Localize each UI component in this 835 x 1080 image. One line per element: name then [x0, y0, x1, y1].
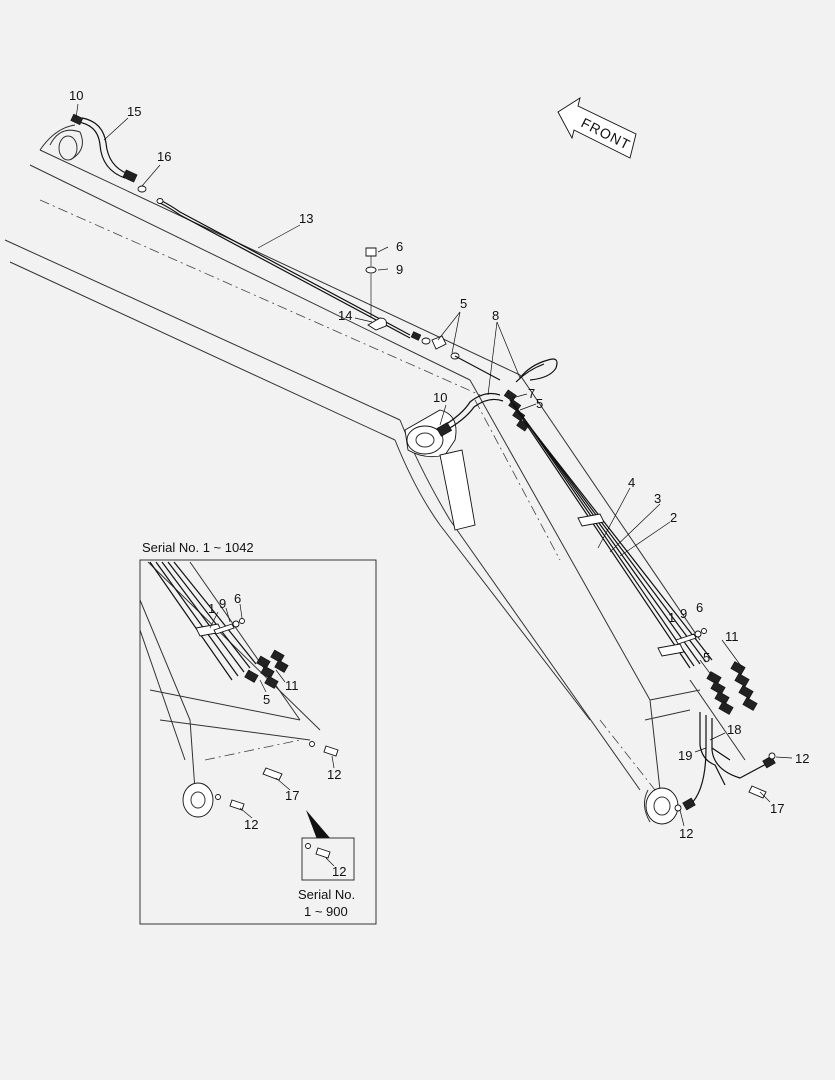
callout-labels: 10 15 16 13 6 9 14 5 8 7 5 10 4 3 2 1 9 … [69, 88, 809, 841]
upper-pipe-line [70, 113, 447, 350]
callout-6-top: 6 [396, 239, 403, 254]
callout-5-low: 5 [703, 650, 710, 665]
callout-19: 19 [678, 748, 692, 763]
inset-callout-1: 1 [208, 601, 215, 616]
callout-11-main: 11 [725, 629, 739, 644]
callout-9-top: 9 [396, 262, 403, 277]
inset-callout-12-c: 12 [332, 864, 346, 879]
inset-serial-900: 12 Serial No. 1 ~ 900 [298, 837, 355, 919]
inset-sub-caption-line2: 1 ~ 900 [304, 904, 348, 919]
callout-18: 18 [727, 722, 741, 737]
callout-13: 13 [299, 211, 313, 226]
inset-callout-12-b: 12 [244, 817, 258, 832]
callout-10-top: 10 [69, 88, 83, 103]
callout-7: 7 [528, 386, 535, 401]
callout-3: 3 [654, 491, 661, 506]
main-pipe-bundle [436, 352, 776, 812]
inset-main-caption: Serial No. 1 ~ 1042 [142, 540, 254, 555]
callout-4: 4 [628, 475, 635, 490]
callout-14: 14 [338, 308, 352, 323]
callout-6-low: 6 [696, 600, 703, 615]
callout-10-mid: 10 [433, 390, 447, 405]
inset-callout-17: 17 [285, 788, 299, 803]
boom-structure [4, 124, 746, 825]
inset-pointer-arrow [306, 810, 330, 842]
inset-callout-5: 5 [263, 692, 270, 707]
leader-lines [75, 103, 793, 827]
inset-serial-1042: Serial No. 1 ~ 1042 [139, 540, 377, 925]
front-direction-arrow: FRONT [557, 97, 637, 159]
callout-1-main: 1 [668, 610, 675, 625]
callout-12-right: 12 [795, 751, 809, 766]
callout-2: 2 [670, 510, 677, 525]
callout-5-top: 5 [460, 296, 467, 311]
callout-9-low: 9 [680, 606, 687, 621]
callout-8: 8 [492, 308, 499, 323]
callout-12-bottom: 12 [679, 826, 693, 841]
callout-17-main: 17 [770, 801, 784, 816]
inset-callout-6: 6 [234, 591, 241, 606]
callout-16: 16 [157, 149, 171, 164]
inset-callout-11: 11 [285, 678, 299, 693]
inset-callout-12-a: 12 [327, 767, 341, 782]
callout-5-mid: 5 [536, 396, 543, 411]
inset-sub-caption-line1: Serial No. [298, 887, 355, 902]
inset-callout-9: 9 [219, 596, 226, 611]
callout-15: 15 [127, 104, 141, 119]
